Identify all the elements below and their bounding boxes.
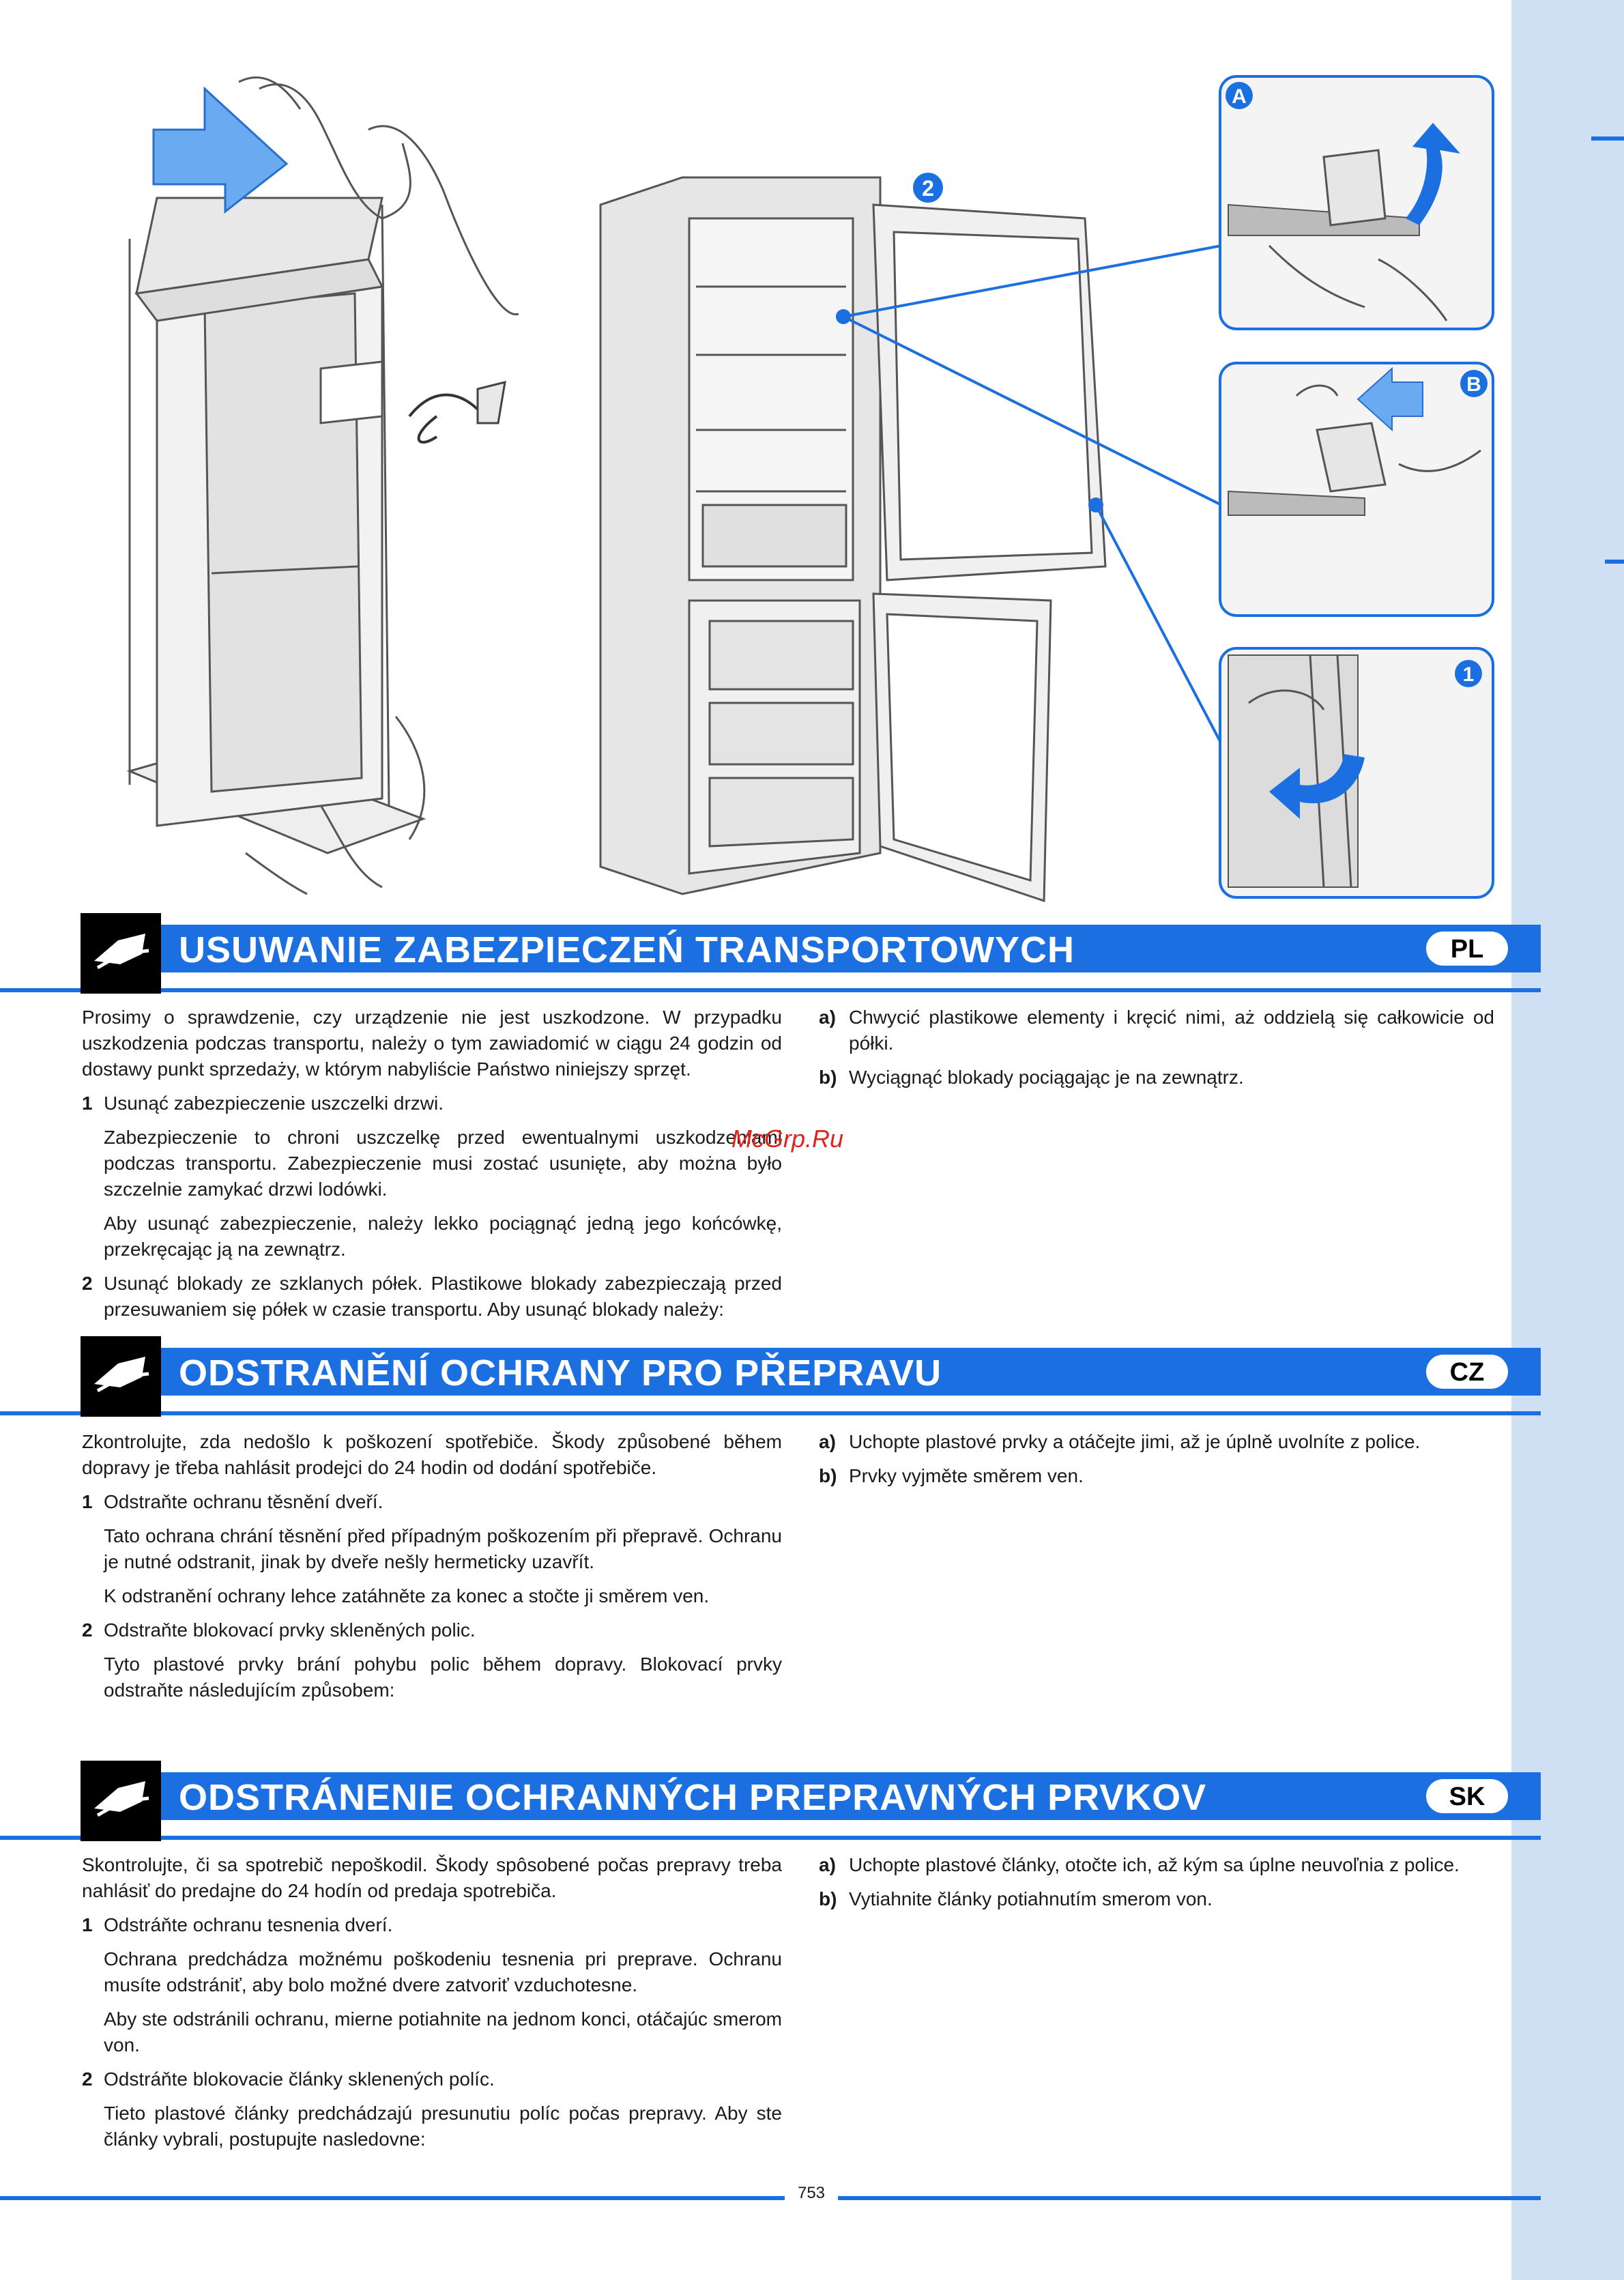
language-badge: SK [1426,1779,1508,1813]
substep-a: a) Uchopte plastové články, otočte ich, … [819,1852,1494,1878]
unpacking-figure [126,76,519,895]
section-title: ODSTRANĚNÍ OCHRANY PRO PŘEPRAVU [179,1353,942,1394]
substep-text: Uchopte plastové články, otočte ich, až … [849,1854,1460,1875]
callout-b-badge [1460,370,1488,397]
step-text: Usunąć blokady ze szklanych półek. Plast… [104,1273,782,1320]
callout-1-label: 1 [1463,663,1475,686]
substep-text: Uchopte plastové prvky a otáčejte jimi, … [849,1431,1421,1452]
step-1: 1 Odstráňte ochranu tesnenia dverí. [82,1912,782,1938]
rotate-arrow-icon [1406,123,1460,225]
left-column: Zkontrolujte, zda nedošlo k poškození sp… [82,1429,782,1712]
substep-label: b) [819,1465,837,1486]
substep-a: a) Chwycić plastikowe elementy i kręcić … [819,1005,1494,1056]
right-column: a) Uchopte plastové prvky a otáčejte jim… [819,1429,1494,1497]
section-title: ODSTRÁNENIE OCHRANNÝCH PREPRAVNÝCH PRVKO… [179,1777,1207,1818]
step-text: Odstráňte blokovacie články sklenených p… [104,2068,495,2090]
intro-text: Zkontrolujte, zda nedošlo k poškození sp… [82,1431,782,1478]
section-header-bar [81,1348,1541,1396]
callout-connectors [843,244,1223,745]
lift-arrow-icon [152,86,289,214]
substep-a: a) Uchopte plastové prvky a otáčejte jim… [819,1429,1494,1455]
substep-text: Wyciągnąć blokady pociągając je na zewną… [849,1067,1244,1088]
rotate-arrow-icon [1269,754,1365,819]
substep-label: b) [819,1067,837,1088]
footer-rule [0,2196,785,2200]
step-text: Odstráňte ochranu tesnenia dverí. [104,1914,393,1935]
callout-b-label: B [1466,373,1481,396]
book-icon [81,913,161,994]
left-column: Prosimy o sprawdzenie, czy urządzenie ni… [82,1005,782,1331]
callout-a-label: A [1232,85,1247,108]
step-number: 2 [82,1619,93,1641]
intro-text: Skontrolujte, či sa spotrebič nepoškodil… [82,1854,782,1901]
right-column: a) Uchopte plastové články, otočte ich, … [819,1852,1494,1920]
section-header-bar [81,925,1541,972]
callout-2-label: 2 [922,176,934,201]
detail-panel-a [1219,75,1494,330]
step-number: 1 [82,1914,93,1935]
substep-b: b) Wyciągnąć blokady pociągając je na ze… [819,1065,1494,1091]
step-description: Ochrana predchádza možnému poškodeniu te… [104,1948,782,1995]
step-number: 1 [82,1093,93,1114]
footer-rule [838,2196,1541,2200]
side-tab-marker [1591,136,1624,141]
step-description: Tato ochrana chrání těsnění před případn… [104,1525,782,1572]
side-tab-marker [1605,560,1624,564]
step-description: K odstranění ochrany lehce zatáhněte za … [104,1585,710,1606]
detail-panel-b [1219,362,1494,617]
step-2: 2 Usunąć blokady ze szklanych półek. Pla… [82,1271,782,1323]
substep-b: b) Vytiahnite články potiahnutím smerom … [819,1886,1494,1912]
substep-label: a) [819,1854,836,1875]
language-badge: CZ [1426,1355,1508,1389]
section-rule [0,1411,1541,1415]
watermark: McGrp.Ru [731,1125,844,1153]
language-badge: PL [1426,932,1508,966]
step-description: Tieto plastové články predchádzajú presu… [104,2103,782,2150]
substep-b: b) Prvky vyjměte směrem ven. [819,1463,1494,1489]
book-icon [81,1336,161,1417]
section-header-bar [81,1772,1541,1820]
page-number: 753 [797,2184,826,2202]
step-number: 2 [82,2068,93,2090]
substep-text: Chwycić plastikowe elementy i kręcić nim… [849,1007,1494,1054]
step-text: Odstraňte ochranu těsnění dveří. [104,1491,383,1512]
substep-label: a) [819,1007,836,1028]
connector-dot [1088,497,1103,513]
callout-2-badge [913,173,943,203]
callout-a-badge [1226,82,1253,109]
step-description: Aby ste odstránili ochranu, mierne potia… [104,2008,782,2055]
installation-illustration: 2 A B 1 [126,75,1494,903]
substep-text: Prvky vyjměte směrem ven. [849,1465,1084,1486]
side-strip [1511,0,1624,2280]
book-icon [81,1761,161,1841]
section-rule [0,988,1541,992]
section-rule [0,1836,1541,1840]
hand-icon [476,380,506,424]
intro-text: Prosimy o sprawdzenie, czy urządzenie ni… [82,1007,782,1080]
scissors-icon [408,393,479,444]
substep-text: Vytiahnite články potiahnutím smerom von… [849,1888,1213,1909]
step-description: Aby usunąć zabezpieczenie, należy lekko … [104,1213,782,1260]
open-fridge [599,176,1107,903]
pull-arrow-icon [1357,366,1423,432]
step-description: Zabezpieczenie to chroni uszczelkę przed… [104,1127,782,1200]
substep-label: a) [819,1431,836,1452]
right-column: a) Chwycić plastikowe elementy i kręcić … [819,1005,1494,1099]
step-number: 2 [82,1273,93,1294]
detail-panel-1 [1219,647,1494,899]
callout-1-badge [1455,660,1482,687]
step-2: 2 Odstráňte blokovacie články sklenených… [82,2066,782,2092]
step-number: 1 [82,1491,93,1512]
step-text: Odstraňte blokovací prvky skleněných pol… [104,1619,476,1641]
step-description: Tyto plastové prvky brání pohybu polic b… [104,1654,782,1701]
section-title: USUWANIE ZABEZPIECZEŃ TRANSPORTOWYCH [179,929,1075,970]
step-2: 2 Odstraňte blokovací prvky skleněných p… [82,1617,782,1643]
step-text: Usunąć zabezpieczenie uszczelki drzwi. [104,1093,444,1114]
step-1: 1 Usunąć zabezpieczenie uszczelki drzwi. [82,1091,782,1116]
connector-dot [836,309,851,324]
substep-label: b) [819,1888,837,1909]
left-column: Skontrolujte, či sa spotrebič nepoškodil… [82,1852,782,2161]
step-1: 1 Odstraňte ochranu těsnění dveří. [82,1489,782,1515]
